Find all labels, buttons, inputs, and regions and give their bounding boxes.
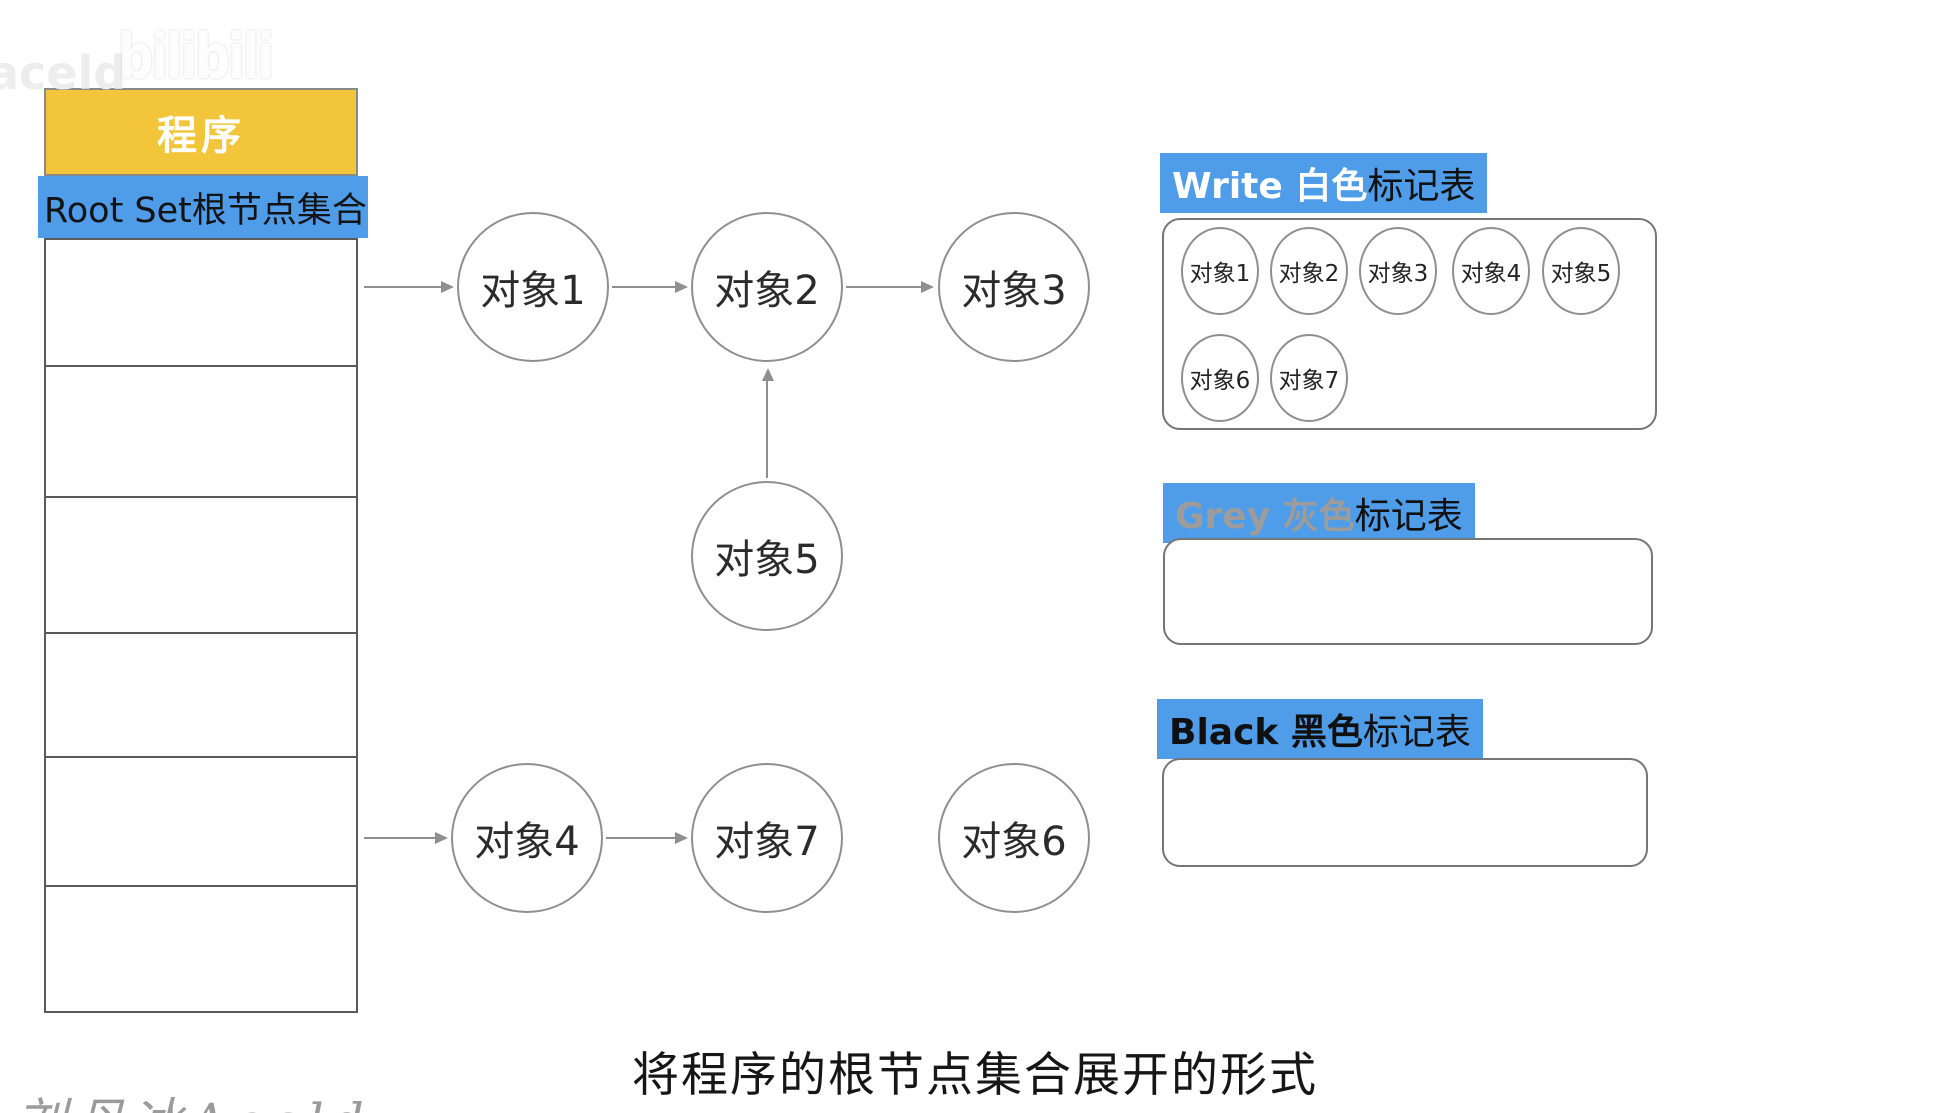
program-table-body xyxy=(44,238,358,1013)
root-set-row: Root Set根节点集合 xyxy=(38,176,368,238)
grey-table-box xyxy=(1163,538,1653,645)
arrow-obj1-to-obj2 xyxy=(612,281,688,293)
white-table-item-obj1: 对象1 xyxy=(1181,227,1259,315)
graph-node-label: 对象6 xyxy=(961,819,1067,865)
graph-node-label: 对象5 xyxy=(714,537,820,583)
grey-table-label: Grey 灰色标记表 xyxy=(1163,483,1475,543)
bilibili-logo: bilibili xyxy=(118,20,274,93)
small-node-label: 对象1 xyxy=(1189,261,1251,287)
memory-cell xyxy=(46,632,356,756)
graph-node-label: 对象1 xyxy=(480,268,586,314)
program-table-title: 程序 xyxy=(157,113,245,159)
arrow-obj5-to-obj2 xyxy=(762,368,774,478)
graph-node-obj1: 对象1 xyxy=(457,212,609,362)
small-node-label: 对象4 xyxy=(1460,261,1522,287)
white-table-item-obj4: 对象4 xyxy=(1452,227,1530,315)
watermark-handle-text: aceld xyxy=(0,46,127,100)
graph-node-obj7: 对象7 xyxy=(691,763,843,913)
graph-node-label: 对象7 xyxy=(714,819,820,865)
small-node-label: 对象2 xyxy=(1278,261,1340,287)
graph-node-obj6: 对象6 xyxy=(938,763,1090,913)
graph-node-label: 对象4 xyxy=(474,819,580,865)
arrow-obj4-to-obj7 xyxy=(606,832,688,844)
arrow-rootset-to-obj4 xyxy=(364,832,448,844)
white-table-item-obj2: 对象2 xyxy=(1270,227,1348,315)
small-node-label: 对象3 xyxy=(1367,261,1429,287)
arrow-rootset-to-obj1 xyxy=(364,281,454,293)
white-table-item-obj6: 对象6 xyxy=(1181,334,1259,422)
black-table-label-en: Black 黑色 xyxy=(1169,712,1363,753)
black-table-box xyxy=(1162,758,1648,867)
memory-cell xyxy=(46,496,356,632)
root-set-label: Root Set根节点集合 xyxy=(44,190,367,231)
white-table-item-obj7: 对象7 xyxy=(1270,334,1348,422)
graph-node-obj4: 对象4 xyxy=(451,763,603,913)
caption-text: 将程序的根节点集合展开的形式 xyxy=(632,1048,1318,1103)
small-node-label: 对象6 xyxy=(1189,368,1251,394)
white-table-item-obj3: 对象3 xyxy=(1359,227,1437,315)
white-table-label: Write 白色标记表 xyxy=(1160,153,1488,213)
white-table-label-cn: 标记表 xyxy=(1367,166,1476,207)
grey-table-label-en: Grey 灰色 xyxy=(1175,496,1355,537)
arrow-obj2-to-obj3 xyxy=(846,281,934,293)
small-node-label: 对象7 xyxy=(1278,368,1340,394)
graph-node-label: 对象2 xyxy=(714,268,820,314)
program-table-header: 程序 xyxy=(44,88,358,176)
memory-cell xyxy=(46,365,356,496)
black-table-label-cn: 标记表 xyxy=(1362,712,1471,753)
graph-node-label: 对象3 xyxy=(961,268,1067,314)
white-table-label-en: Write 白色 xyxy=(1172,166,1368,207)
graph-node-obj5: 对象5 xyxy=(691,481,843,631)
small-node-label: 对象5 xyxy=(1550,261,1612,287)
graph-node-obj2: 对象2 xyxy=(691,212,843,362)
memory-cell xyxy=(46,240,356,365)
watermark-author-text: 刘丹冰Aceld xyxy=(16,1082,372,1113)
white-table-item-obj5: 对象5 xyxy=(1542,227,1620,315)
black-table-label: Black 黑色标记表 xyxy=(1157,699,1483,759)
grey-table-label-cn: 标记表 xyxy=(1354,496,1463,537)
memory-cell xyxy=(46,756,356,885)
graph-node-obj3: 对象3 xyxy=(938,212,1090,362)
memory-cell xyxy=(46,885,356,1011)
